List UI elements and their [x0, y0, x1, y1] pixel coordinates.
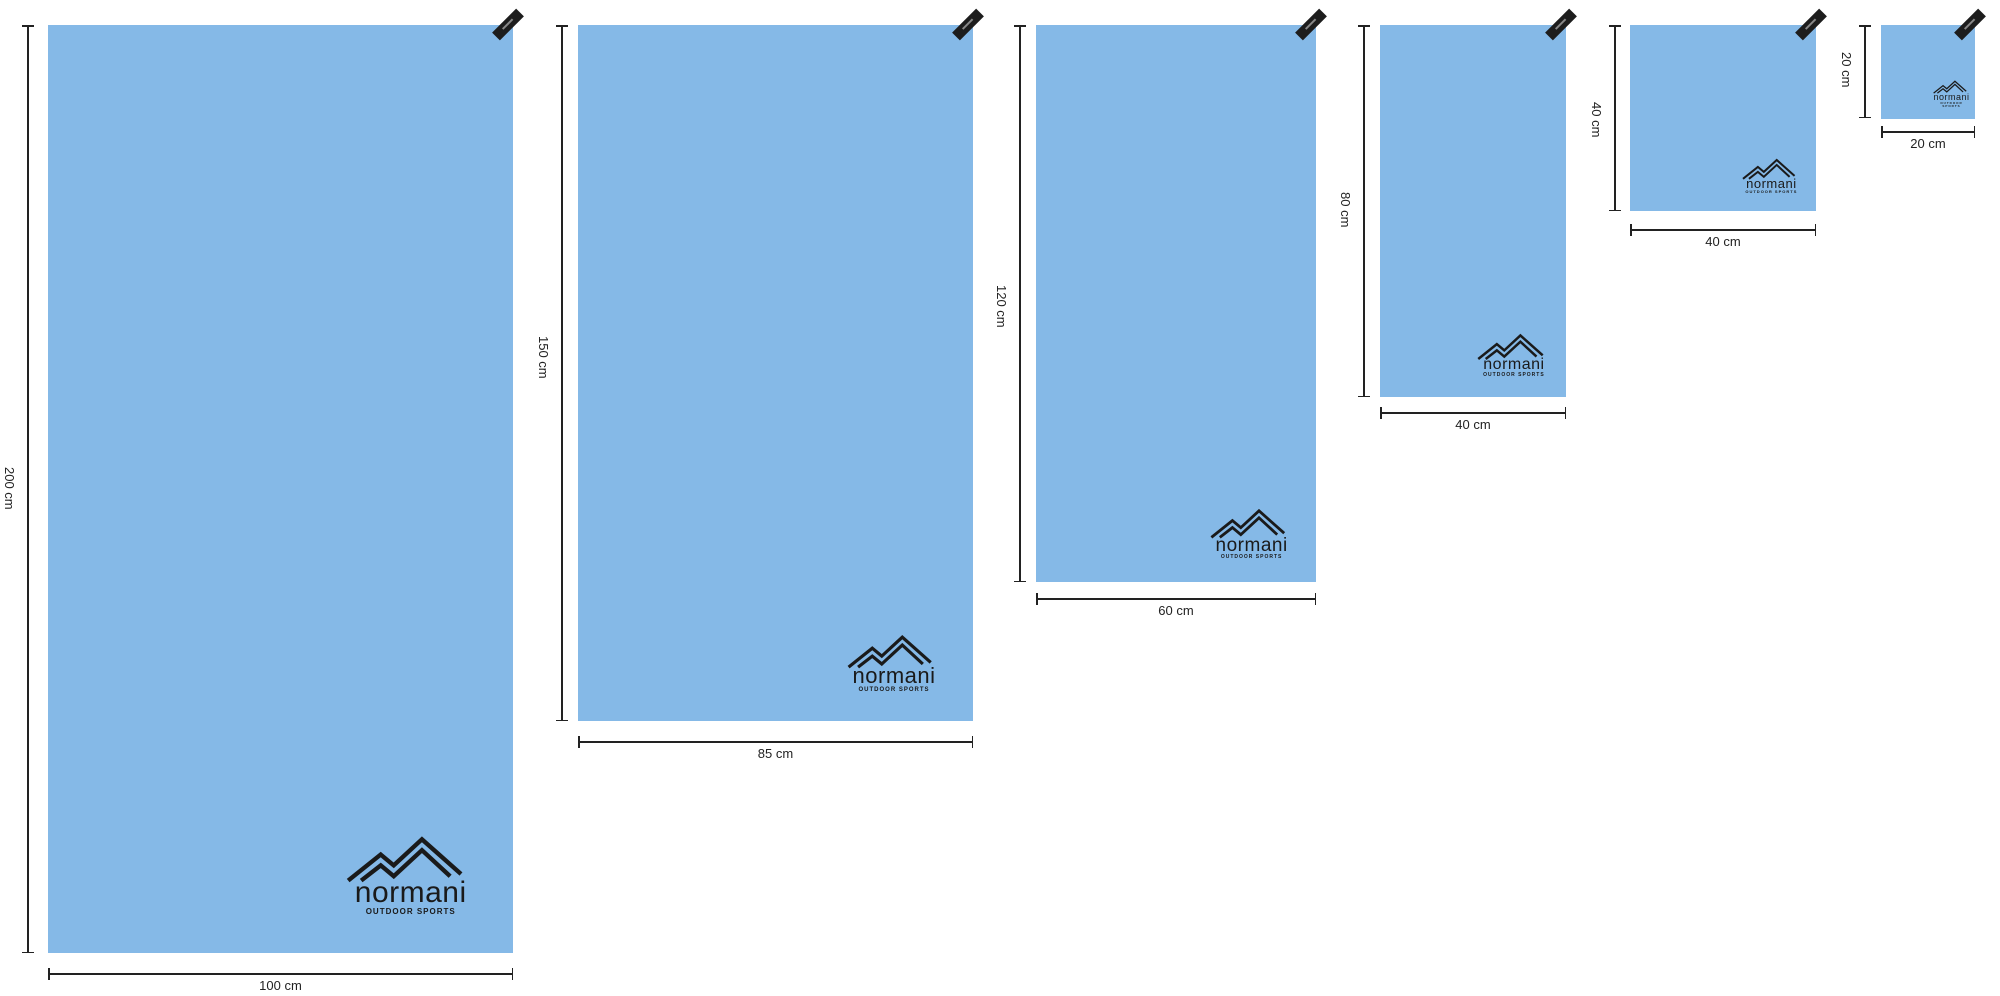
brand-tagline: OUTDOOR SPORTS [1940, 100, 1963, 108]
width-dimension-line [1881, 127, 1975, 137]
towel-swatch: normani OUTDOOR SPORTS [1630, 8, 1827, 211]
brand-wordmark: normani [1483, 356, 1545, 374]
brand-wordmark: normani [1933, 91, 1970, 102]
height-dimension-label: 20 cm [1839, 52, 1854, 88]
towel-swatch: normani OUTDOOR SPORTS [1036, 8, 1327, 582]
brand-logo: normani OUTDOOR SPORTS [1741, 158, 1802, 195]
brand-wordmark: normani [354, 875, 467, 909]
width-dimension-label: 40 cm [1705, 234, 1741, 249]
height-dimension-line [1610, 25, 1620, 211]
brand-wordmark: normani [1215, 534, 1288, 556]
brand-tagline: OUTDOOR SPORTS [858, 687, 930, 694]
width-dimension-label: 20 cm [1910, 136, 1946, 151]
brand-logo: normani OUTDOOR SPORTS [1932, 80, 1971, 108]
brand-tagline: OUTDOOR SPORTS [365, 906, 456, 916]
height-dimension-line [557, 25, 567, 721]
mountain-peaks-icon [1932, 80, 1967, 95]
height-dimension-line [23, 25, 33, 953]
height-dimension-line [1015, 25, 1025, 582]
height-dimension-line [1359, 25, 1369, 397]
height-dimension-label: 150 cm [536, 336, 551, 379]
hanging-tag-icon [1545, 8, 1577, 41]
width-dimension-label: 100 cm [259, 978, 302, 993]
width-dimension-line [1630, 225, 1816, 235]
height-dimension-label: 40 cm [1589, 102, 1604, 138]
brand-wordmark: normani [852, 663, 936, 689]
mountain-peaks-icon [1210, 509, 1285, 539]
brand-wordmark: normani [1746, 176, 1797, 192]
mountain-peaks-icon [847, 635, 932, 669]
width-dimension-line [48, 969, 513, 979]
hanging-tag-icon [1954, 8, 1986, 41]
hanging-tag-icon [1295, 8, 1327, 41]
towel-swatch: normani OUTDOOR SPORTS [48, 8, 524, 953]
towel-swatch: normani OUTDOOR SPORTS [578, 8, 984, 721]
width-dimension-line [1036, 594, 1316, 604]
height-dimension-label: 200 cm [2, 467, 17, 510]
width-dimension-label: 85 cm [757, 746, 794, 761]
width-dimension-line [1380, 408, 1566, 418]
brand-logo: normani OUTDOOR SPORTS [847, 634, 942, 693]
height-dimension-label: 80 cm [1338, 192, 1353, 228]
brand-logo: normani OUTDOOR SPORTS [346, 835, 476, 916]
brand-logo: normani OUTDOOR SPORTS [1477, 333, 1551, 378]
width-dimension-label: 60 cm [1158, 603, 1194, 618]
width-dimension-label: 40 cm [1455, 417, 1491, 432]
brand-tagline: OUTDOOR SPORTS [1220, 553, 1283, 560]
height-dimension-label: 120 cm [994, 285, 1009, 328]
hanging-tag-icon [952, 8, 984, 41]
towel-swatch: normani OUTDOOR SPORTS [1881, 8, 1986, 119]
width-dimension-line [578, 737, 973, 747]
mountain-peaks-icon [1741, 158, 1795, 180]
height-dimension-line [1860, 25, 1870, 118]
mountain-peaks-icon [346, 836, 463, 883]
mountain-peaks-icon [1477, 333, 1544, 361]
towel-swatch: normani OUTDOOR SPORTS [1380, 8, 1577, 397]
brand-tagline: OUTDOOR SPORTS [1483, 372, 1545, 379]
hanging-tag-icon [1795, 8, 1827, 41]
hanging-tag-icon [492, 8, 524, 41]
brand-logo: normani OUTDOOR SPORTS [1210, 508, 1294, 559]
brand-tagline: OUTDOOR SPORTS [1745, 189, 1798, 195]
